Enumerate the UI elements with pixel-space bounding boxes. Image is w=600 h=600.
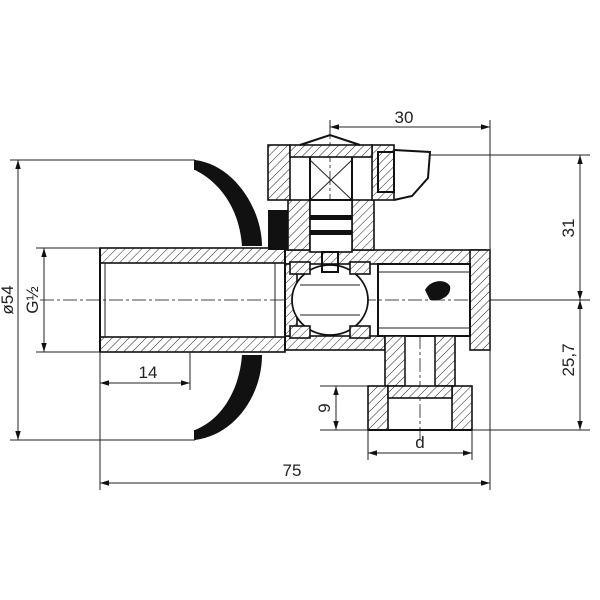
label-total-length: 75	[283, 461, 302, 480]
filter-insert	[377, 263, 471, 337]
inlet-pipe	[99, 247, 286, 353]
valve-body	[284, 249, 491, 351]
label-thread: G½	[23, 286, 42, 313]
label-top-width: 30	[395, 108, 414, 127]
label-right-upper-height: 31	[559, 219, 578, 238]
ball	[289, 261, 371, 339]
dimension-labels: 30 31 25,7 ø54 G½ 14 9 d 75	[0, 108, 578, 480]
wall-rosette	[194, 160, 262, 440]
label-thread-length: 14	[139, 363, 158, 382]
outlet-port	[367, 335, 473, 431]
label-right-lower-height: 25,7	[559, 343, 578, 376]
label-outer-diameter: ø54	[0, 285, 17, 314]
stem-assembly	[268, 154, 375, 273]
label-outlet-diameter: d	[415, 433, 424, 452]
handle	[267, 133, 432, 201]
dimension-lines	[15, 124, 583, 486]
label-outlet-height: 9	[315, 403, 334, 412]
extension-lines	[10, 120, 590, 490]
